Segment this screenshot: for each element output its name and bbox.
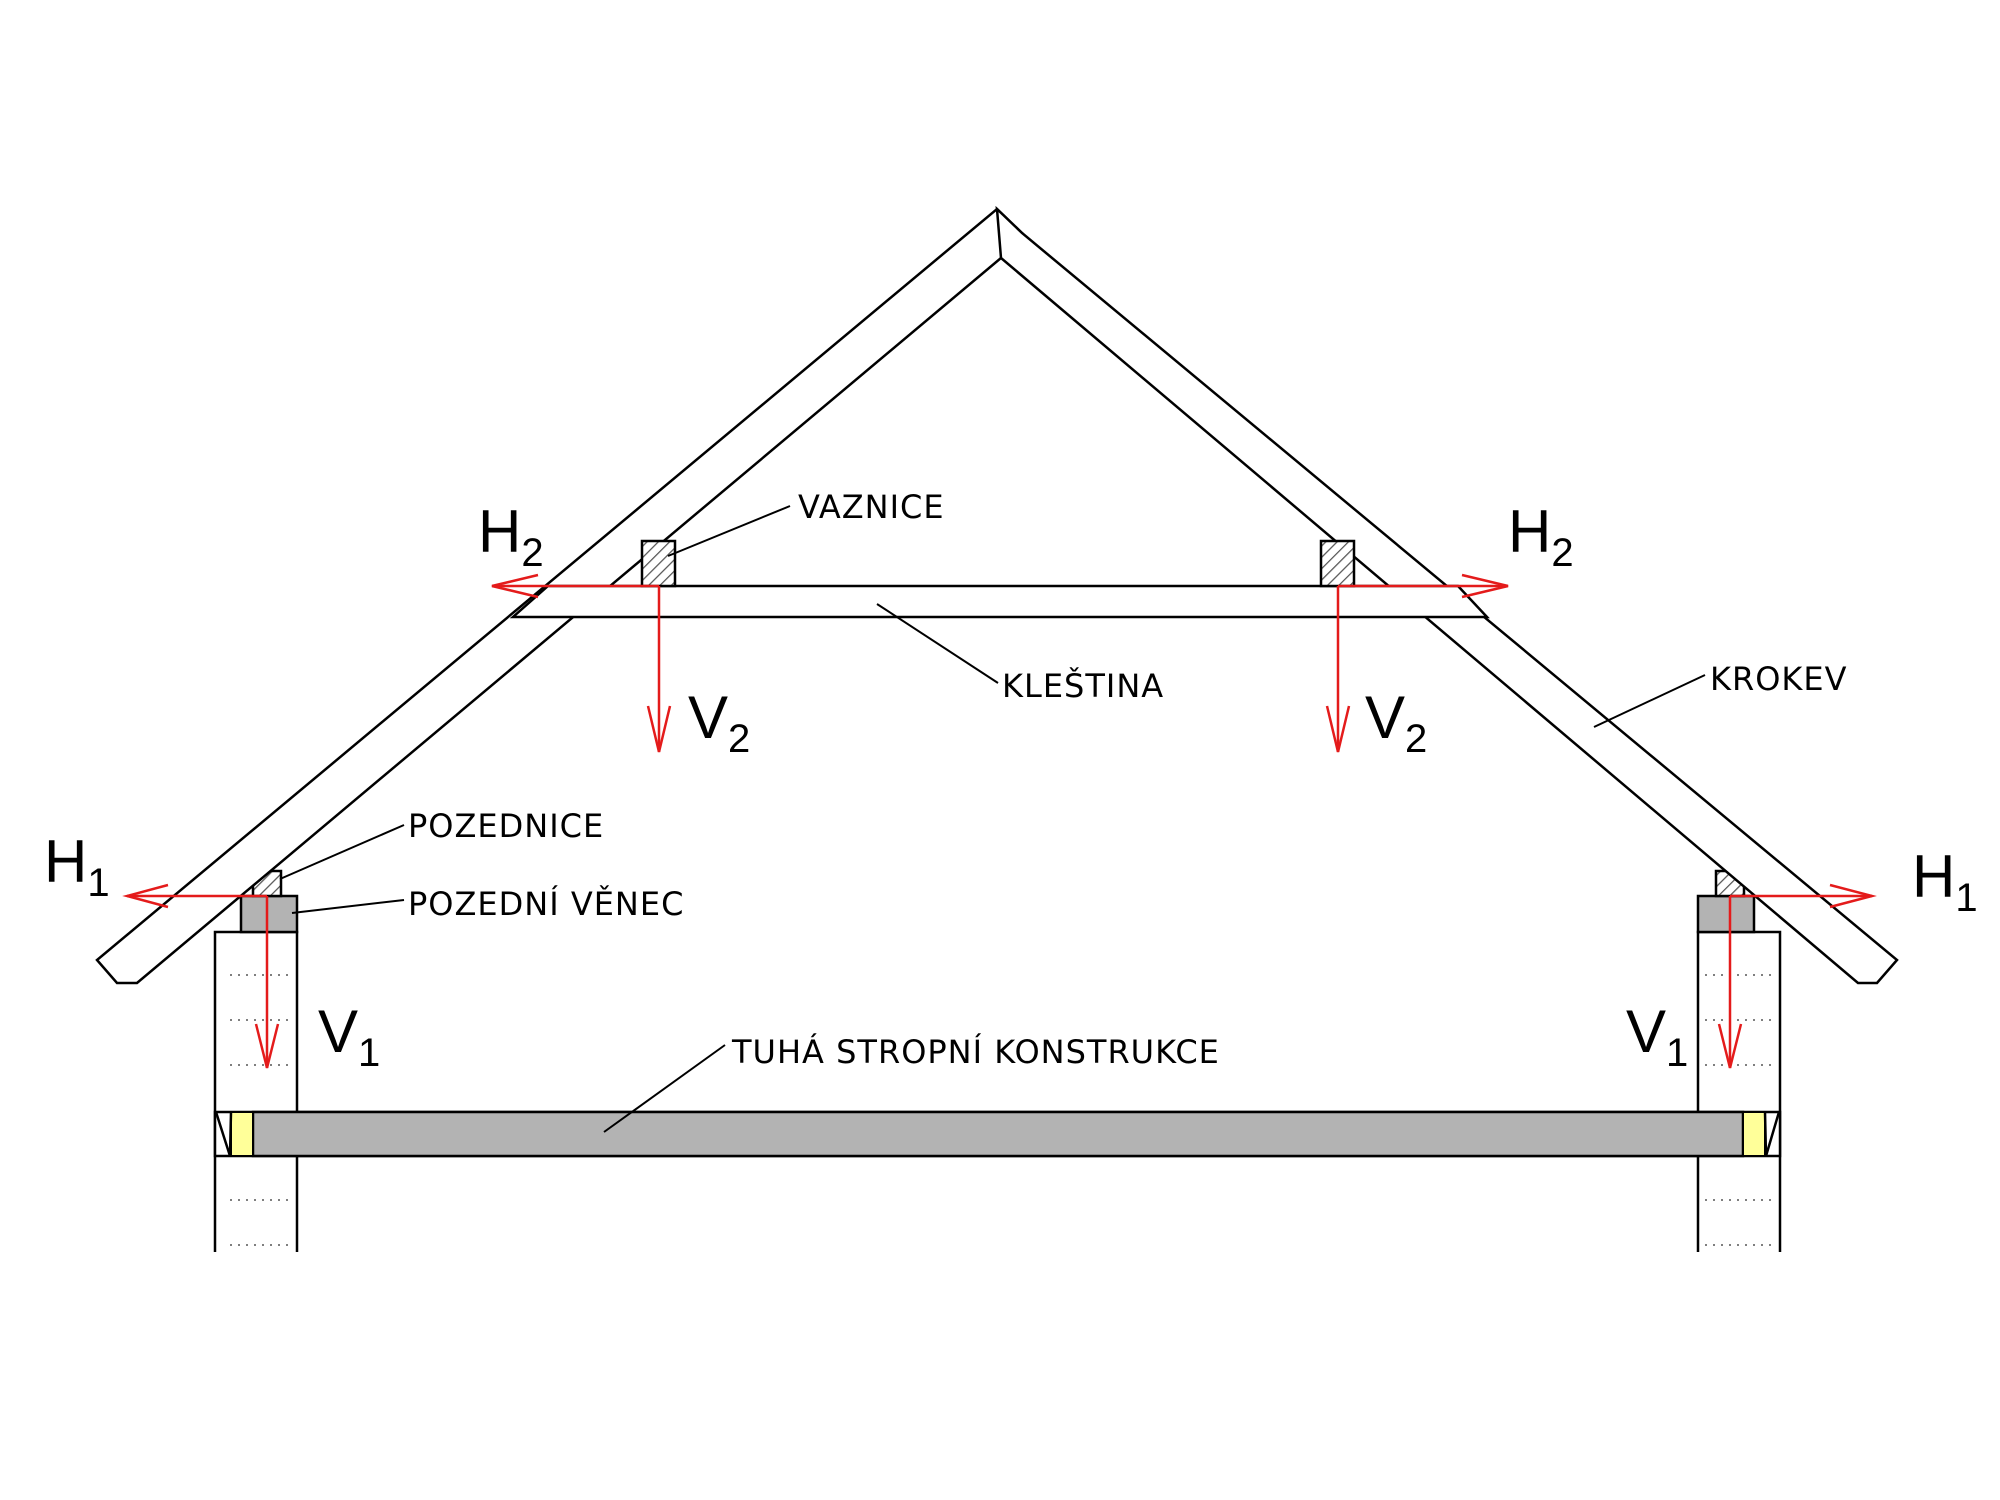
pozedni-venec-leader [291, 899, 405, 914]
krokev-leader [1593, 674, 1706, 728]
v1-left-label: V1 [318, 998, 380, 1075]
left-purlin [640, 539, 677, 588]
stropni-konstrukce-label: TUHÁ STROPNÍ KONSTRUKCE [731, 1033, 1220, 1071]
h1-left-label: H1 [44, 828, 110, 905]
right-wall [1696, 930, 1782, 1256]
h2-left-label: H2 [478, 498, 544, 575]
pozednice-leader [279, 824, 405, 880]
v2-left-label: V2 [688, 684, 750, 761]
left-slab-insulation [214, 1111, 254, 1157]
right-purlin [1319, 539, 1356, 588]
vaznice-leader [667, 505, 791, 557]
vaznice-label: VAZNICE [798, 488, 945, 526]
h2-right-label: H2 [1508, 498, 1574, 575]
left-ring-beam [239, 894, 299, 934]
ceiling-slab [213, 1110, 1782, 1158]
stropni-konstrukce-leader [603, 1044, 726, 1133]
pozednice-label: POZEDNICE [408, 807, 604, 845]
krokev-label: KROKEV [1710, 660, 1848, 698]
right-ring-beam [1696, 894, 1756, 934]
klestina-label: KLEŠTINA [1002, 666, 1164, 705]
h1-right-label: H1 [1912, 843, 1978, 920]
klestina-leader [876, 603, 999, 684]
right-slab-insulation [1742, 1111, 1781, 1157]
collar-beam [509, 584, 1490, 619]
force-arrows [122, 573, 1877, 1069]
pozedni-venec-label: POZEDNÍ VĚNEC [408, 885, 684, 923]
v1-right-label: V1 [1626, 998, 1688, 1075]
v2-right-label: V2 [1365, 684, 1427, 761]
left-wall [213, 930, 299, 1256]
